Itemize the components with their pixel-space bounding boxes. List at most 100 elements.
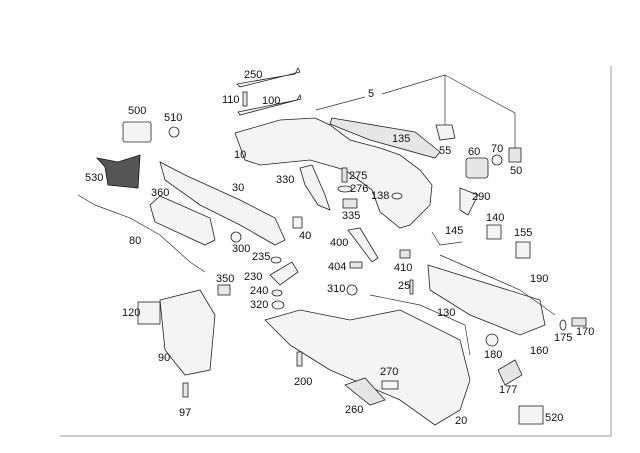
plate-120 bbox=[137, 301, 161, 325]
label-510: 510 bbox=[164, 112, 182, 124]
label-240: 240 bbox=[250, 285, 268, 297]
label-120: 120 bbox=[122, 307, 140, 319]
label-55: 55 bbox=[439, 145, 451, 157]
module-520 bbox=[518, 405, 544, 425]
sensor-60 bbox=[465, 157, 489, 179]
clip-110 bbox=[242, 91, 248, 107]
clip-404 bbox=[349, 261, 363, 269]
label-335: 335 bbox=[342, 210, 360, 222]
label-50: 50 bbox=[510, 165, 522, 177]
absorber-360 bbox=[149, 195, 216, 246]
screw-275 bbox=[341, 167, 348, 183]
screw-97 bbox=[182, 382, 189, 398]
label-20: 20 bbox=[455, 415, 467, 427]
trim-400 bbox=[347, 227, 379, 263]
label-40: 40 bbox=[299, 230, 311, 242]
label-400: 400 bbox=[330, 237, 348, 249]
washer-276 bbox=[337, 185, 353, 193]
label-175: 175 bbox=[554, 332, 572, 344]
washer-320 bbox=[271, 300, 285, 310]
label-10: 10 bbox=[234, 149, 246, 161]
strip-190 bbox=[439, 254, 556, 316]
label-276: 276 bbox=[350, 183, 368, 195]
label-250: 250 bbox=[244, 69, 262, 81]
label-177: 177 bbox=[499, 384, 517, 396]
label-500: 500 bbox=[128, 105, 146, 117]
cable-145 bbox=[431, 231, 463, 246]
assembly-5-leaders bbox=[315, 74, 516, 148]
part-labels: 250 110 100 5 500 510 10 135 55 60 70 50… bbox=[85, 69, 594, 427]
bracket-260 bbox=[344, 377, 386, 406]
screw-410 bbox=[399, 249, 411, 259]
label-97: 97 bbox=[179, 407, 191, 419]
bumper-lower-20 bbox=[264, 309, 471, 426]
label-520: 520 bbox=[545, 412, 563, 424]
label-60: 60 bbox=[468, 146, 480, 158]
label-404: 404 bbox=[328, 261, 346, 273]
label-360: 360 bbox=[151, 187, 169, 199]
label-140: 140 bbox=[486, 212, 504, 224]
label-290: 290 bbox=[472, 191, 490, 203]
label-320: 320 bbox=[250, 299, 268, 311]
label-330: 330 bbox=[276, 174, 294, 186]
holder-530 bbox=[95, 154, 141, 189]
wheel-liner-90 bbox=[159, 289, 216, 376]
label-135: 135 bbox=[392, 133, 410, 145]
bracket-50 bbox=[508, 147, 522, 163]
label-80: 80 bbox=[129, 235, 141, 247]
nut-300 bbox=[230, 231, 242, 243]
label-235: 235 bbox=[252, 251, 270, 263]
label-30: 30 bbox=[232, 182, 244, 194]
label-410: 410 bbox=[394, 262, 412, 274]
ring-70 bbox=[491, 154, 503, 166]
cover-140 bbox=[486, 224, 502, 240]
label-230: 230 bbox=[244, 271, 262, 283]
label-90: 90 bbox=[158, 352, 170, 364]
module-155 bbox=[515, 241, 531, 259]
trim-strip-100 bbox=[237, 93, 302, 116]
bulb-510 bbox=[168, 126, 180, 138]
label-310: 310 bbox=[327, 283, 345, 295]
label-138: 138 bbox=[371, 190, 389, 202]
label-155: 155 bbox=[514, 227, 532, 239]
label-160: 160 bbox=[530, 345, 548, 357]
trim-strip-250 bbox=[236, 67, 301, 88]
load-protector-135 bbox=[329, 117, 441, 159]
module-500 bbox=[122, 121, 152, 143]
label-145: 145 bbox=[445, 225, 463, 237]
part-40 bbox=[292, 216, 303, 229]
label-270: 270 bbox=[380, 366, 398, 378]
bumper-cover-10 bbox=[234, 117, 433, 229]
label-200: 200 bbox=[294, 376, 312, 388]
label-260: 260 bbox=[345, 404, 363, 416]
washer-175 bbox=[559, 319, 567, 331]
reinforcement-30 bbox=[159, 161, 286, 246]
label-350: 350 bbox=[216, 273, 234, 285]
label-530: 530 bbox=[85, 172, 103, 184]
label-100: 100 bbox=[262, 95, 280, 107]
label-170: 170 bbox=[576, 326, 594, 338]
cap-55 bbox=[435, 124, 456, 141]
holder-350 bbox=[217, 284, 231, 296]
clip-335 bbox=[342, 198, 358, 209]
washer-138 bbox=[391, 192, 403, 200]
label-110: 110 bbox=[222, 94, 240, 106]
bolt-170 bbox=[571, 317, 587, 327]
label-70: 70 bbox=[491, 143, 503, 155]
strip-160 bbox=[369, 294, 471, 356]
bracket-330 bbox=[299, 164, 331, 211]
washer-235 bbox=[270, 256, 282, 264]
label-130: 130 bbox=[437, 307, 455, 319]
label-5: 5 bbox=[368, 88, 374, 100]
label-190: 190 bbox=[530, 273, 548, 285]
label-25: 25 bbox=[398, 280, 410, 292]
nut-180 bbox=[485, 333, 499, 347]
screw-200 bbox=[296, 351, 303, 367]
wiring-80 bbox=[77, 194, 206, 273]
nut-310 bbox=[346, 284, 358, 296]
washer-240 bbox=[271, 289, 283, 297]
label-180: 180 bbox=[484, 349, 502, 361]
screw-25 bbox=[409, 279, 414, 295]
flap-290 bbox=[459, 187, 479, 216]
